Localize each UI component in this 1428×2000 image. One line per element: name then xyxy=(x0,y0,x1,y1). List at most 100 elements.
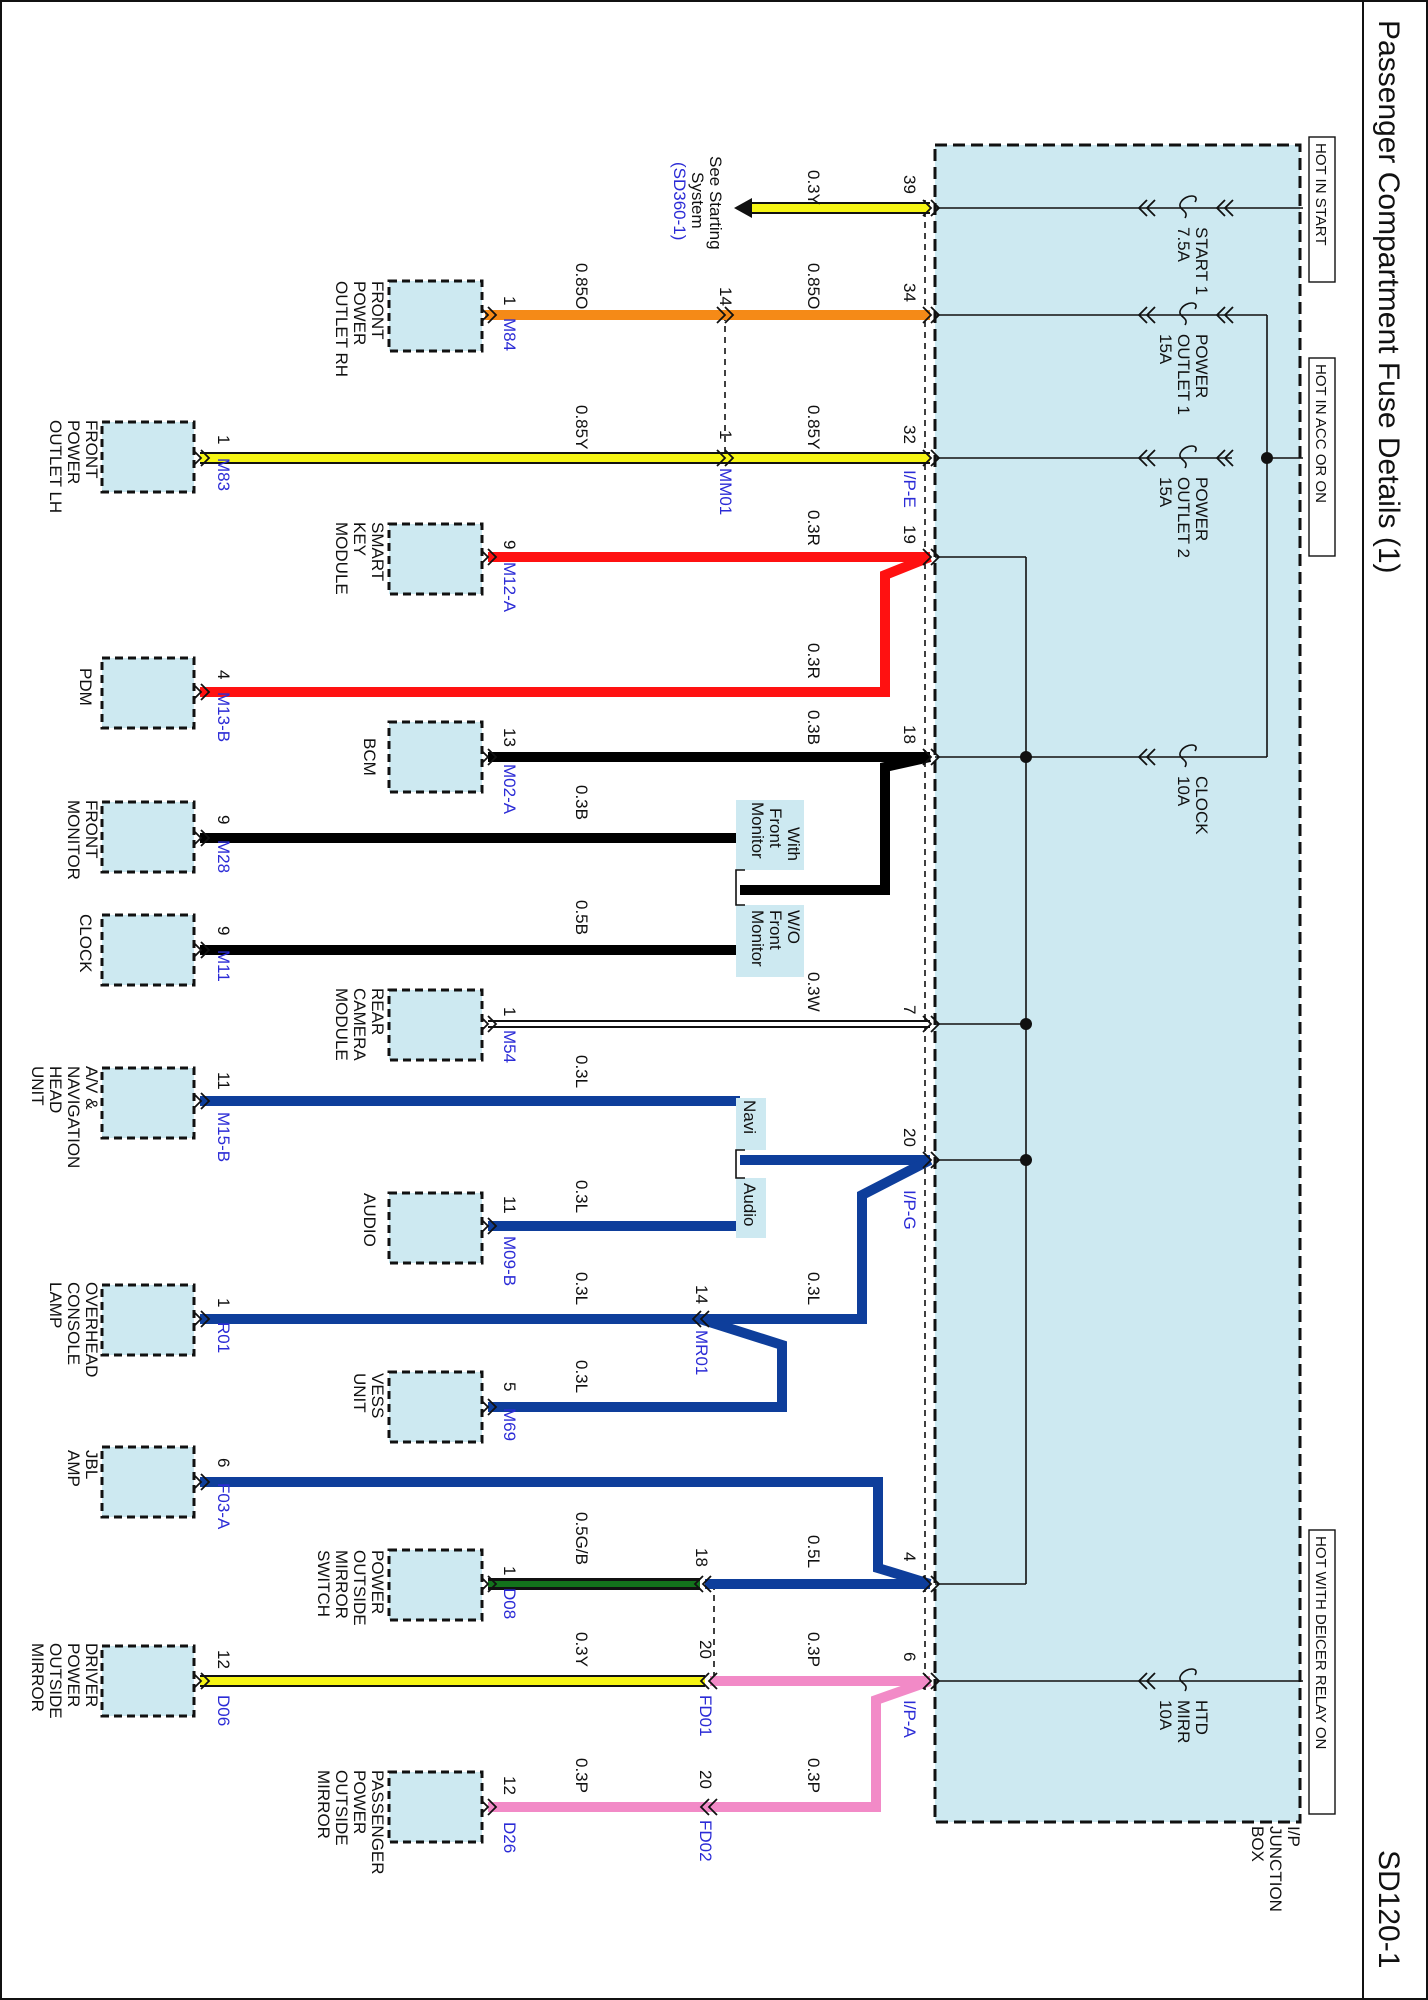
svg-text:14: 14 xyxy=(692,1285,711,1304)
svg-text:1: 1 xyxy=(214,1298,233,1307)
svg-text:1: 1 xyxy=(716,430,735,439)
svg-text:Front: Front xyxy=(766,910,785,950)
svg-text:18: 18 xyxy=(692,1548,711,1567)
svg-text:BOX: BOX xyxy=(1248,1826,1267,1862)
svg-text:MODULE: MODULE xyxy=(332,988,351,1061)
svg-text:CLOCK: CLOCK xyxy=(1192,776,1211,835)
svg-text:Monitor: Monitor xyxy=(748,910,767,967)
svg-text:MONITOR: MONITOR xyxy=(64,800,83,880)
svg-text:POWER: POWER xyxy=(350,281,369,345)
svg-text:OUTSIDE: OUTSIDE xyxy=(332,1770,351,1846)
svg-text:OUTLET RH: OUTLET RH xyxy=(332,281,351,377)
svg-text:I/P: I/P xyxy=(1284,1826,1303,1847)
svg-text:MIRROR: MIRROR xyxy=(314,1770,333,1839)
wires xyxy=(200,198,933,1812)
svg-text:OVERHEAD: OVERHEAD xyxy=(82,1282,101,1377)
svg-text:HEAD: HEAD xyxy=(46,1066,65,1113)
svg-text:39: 39 xyxy=(900,175,919,194)
svg-text:OUTLET 1: OUTLET 1 xyxy=(1174,334,1193,415)
svg-text:CLOCK: CLOCK xyxy=(76,914,95,973)
svg-text:4: 4 xyxy=(900,1552,919,1561)
svg-text:FRONT: FRONT xyxy=(82,420,101,479)
diagram-labels: See Starting System (SD360-1) 39 34 32 1… xyxy=(28,156,919,1875)
svg-text:M69: M69 xyxy=(500,1408,519,1441)
svg-text:POWER: POWER xyxy=(64,420,83,484)
svg-text:KEY: KEY xyxy=(350,522,369,556)
svg-text:Front: Front xyxy=(766,808,785,848)
fuse-symbols xyxy=(1138,195,1234,1692)
svg-text:1: 1 xyxy=(500,296,519,305)
svg-text:POWER: POWER xyxy=(1192,334,1211,398)
svg-text:JUNCTION: JUNCTION xyxy=(1266,1826,1285,1912)
connector-links xyxy=(713,200,926,1690)
junction-box xyxy=(933,143,1302,1824)
svg-text:0.3L: 0.3L xyxy=(572,1180,591,1213)
svg-text:OUTLET 2: OUTLET 2 xyxy=(1174,477,1193,558)
svg-text:0.5B: 0.5B xyxy=(572,900,591,935)
svg-text:0.3P: 0.3P xyxy=(804,1632,823,1667)
svg-text:With: With xyxy=(784,827,803,861)
svg-text:FRONT: FRONT xyxy=(82,800,101,859)
supply-labels: HOT IN START HOT IN ACC OR ON HOT WITH D… xyxy=(1308,136,1336,1815)
svg-text:POWER: POWER xyxy=(368,1550,387,1614)
svg-text:(SD360-1): (SD360-1) xyxy=(670,162,689,240)
svg-text:18: 18 xyxy=(900,725,919,744)
hot-in-start: HOT IN START xyxy=(1312,143,1329,246)
hot-in-acc-or-on: HOT IN ACC OR ON xyxy=(1312,364,1329,503)
svg-text:9: 9 xyxy=(500,540,519,549)
svg-text:14: 14 xyxy=(716,287,735,306)
svg-text:M83: M83 xyxy=(214,458,233,491)
svg-text:UNIT: UNIT xyxy=(350,1373,369,1413)
svg-text:POWER: POWER xyxy=(1192,477,1211,541)
svg-text:I/P-E: I/P-E xyxy=(900,470,919,508)
svg-text:M28: M28 xyxy=(214,840,233,873)
svg-text:M09-B: M09-B xyxy=(500,1236,519,1286)
svg-text:0.3R: 0.3R xyxy=(804,643,823,679)
svg-text:15A: 15A xyxy=(1156,334,1175,365)
svg-text:11: 11 xyxy=(214,1072,233,1090)
svg-text:D26: D26 xyxy=(500,1822,519,1853)
hot-with-deicer: HOT WITH DEICER RELAY ON xyxy=(1312,1536,1329,1749)
svg-text:20: 20 xyxy=(696,1640,715,1659)
svg-text:M12-A: M12-A xyxy=(500,562,519,613)
svg-text:D08: D08 xyxy=(500,1588,519,1619)
svg-text:M11: M11 xyxy=(214,950,233,982)
svg-text:10A: 10A xyxy=(1156,1700,1175,1731)
svg-text:0.85Y: 0.85Y xyxy=(572,405,591,449)
svg-text:0.3Y: 0.3Y xyxy=(804,170,823,205)
svg-text:9: 9 xyxy=(214,815,233,824)
svg-text:Audio: Audio xyxy=(740,1183,759,1226)
svg-text:0.3L: 0.3L xyxy=(572,1272,591,1305)
svg-text:FD01: FD01 xyxy=(696,1695,715,1737)
page-title: Passenger Compartment Fuse Details (1) xyxy=(1372,20,1405,574)
svg-text:VESS: VESS xyxy=(368,1373,387,1418)
svg-text:20: 20 xyxy=(900,1128,919,1147)
svg-text:CONSOLE: CONSOLE xyxy=(64,1282,83,1365)
svg-text:13: 13 xyxy=(500,728,519,747)
svg-text:SWITCH: SWITCH xyxy=(314,1550,333,1617)
option-branches: With Front Monitor W/O Front Monitor Nav… xyxy=(735,800,804,1238)
svg-text:0.3R: 0.3R xyxy=(804,510,823,546)
svg-text:5: 5 xyxy=(500,1382,519,1391)
svg-text:15A: 15A xyxy=(1156,477,1175,508)
svg-text:JBL: JBL xyxy=(82,1450,101,1479)
svg-text:1: 1 xyxy=(500,1007,519,1016)
svg-text:FD02: FD02 xyxy=(696,1820,715,1862)
svg-text:UNIT: UNIT xyxy=(28,1066,47,1106)
svg-text:9: 9 xyxy=(214,926,233,935)
svg-text:7.5A: 7.5A xyxy=(1174,227,1193,263)
svg-text:0.85O: 0.85O xyxy=(804,263,823,309)
svg-text:A/V &: A/V & xyxy=(82,1066,101,1110)
svg-text:PDM: PDM xyxy=(76,668,95,706)
svg-text:MODULE: MODULE xyxy=(332,522,351,595)
svg-text:10A: 10A xyxy=(1174,776,1193,807)
svg-text:F03-A: F03-A xyxy=(214,1483,233,1530)
svg-text:12: 12 xyxy=(500,1776,519,1795)
svg-text:HTD: HTD xyxy=(1192,1700,1211,1735)
svg-text:6: 6 xyxy=(214,1458,233,1467)
svg-text:LAMP: LAMP xyxy=(46,1282,65,1328)
svg-text:I/P-G: I/P-G xyxy=(900,1190,919,1230)
svg-text:34: 34 xyxy=(900,283,919,302)
svg-text:R01: R01 xyxy=(214,1322,233,1353)
